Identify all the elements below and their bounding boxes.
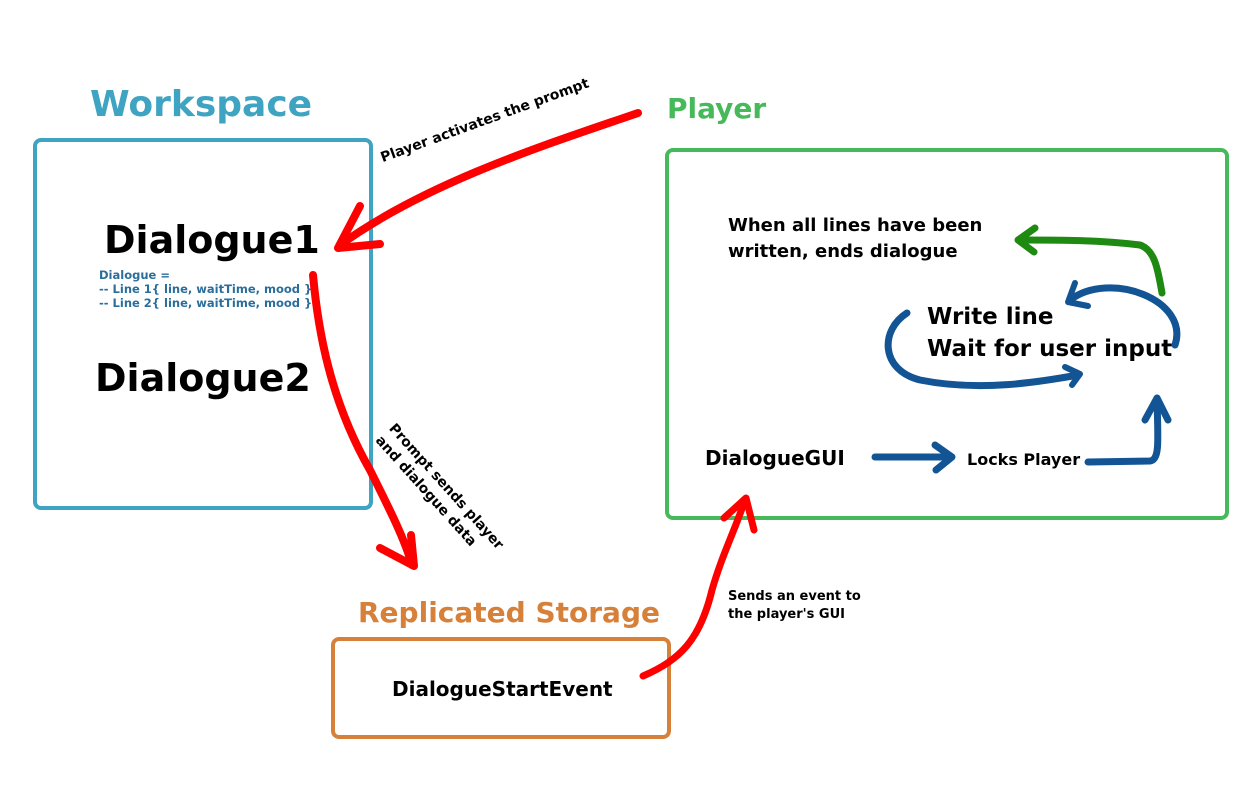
code-line: Dialogue = [99,268,170,282]
dialogue-code-block: Dialogue = -- Line 1{ line, waitTime, mo… [99,268,317,310]
workspace-box [33,138,373,510]
workspace-title: Workspace [90,84,313,125]
loop-line: Write line [927,304,1054,330]
annotation-activates-prompt: Player activates the prompt [378,75,592,166]
loop-line: Wait for user input [927,336,1173,362]
dialogue1-label: Dialogue1 [104,218,320,262]
replicated-storage-title: Replicated Storage [358,596,660,629]
arrowhead-workspace-to-replicated [376,531,418,570]
arrow-player-to-workspace [336,109,642,249]
write-line-loop-text: Write line Wait for user input [927,301,1172,365]
player-title: Player [667,92,767,125]
dialogue-start-event-label: DialogueStartEvent [392,677,613,701]
annotation-line: the player's GUI [728,607,845,622]
end-note-line: When all lines have been [728,215,983,236]
code-line: -- Line 2{ line, waitTime, mood }, [99,296,317,310]
replicated-storage-box [331,637,671,739]
annotation-line: and dialogue data [371,432,480,550]
annotation-line: Prompt sends player [385,420,507,553]
annotation-line: Sends an event to [728,589,861,604]
player-box [665,148,1229,520]
dialogue-gui-label: DialogueGUI [705,446,845,470]
code-line: -- Line 1{ line, waitTime, mood }, [99,282,317,296]
end-note-line: written, ends dialogue [728,241,958,262]
end-dialogue-note: When all lines have been written, ends d… [728,213,982,265]
annotation-sends-event: Sends an event to the player's GUI [728,588,861,624]
dialogue2-label: Dialogue2 [95,356,311,400]
annotation-prompt-sends: Prompt sends player and dialogue data [371,420,507,565]
locks-player-label: Locks Player [967,450,1081,469]
